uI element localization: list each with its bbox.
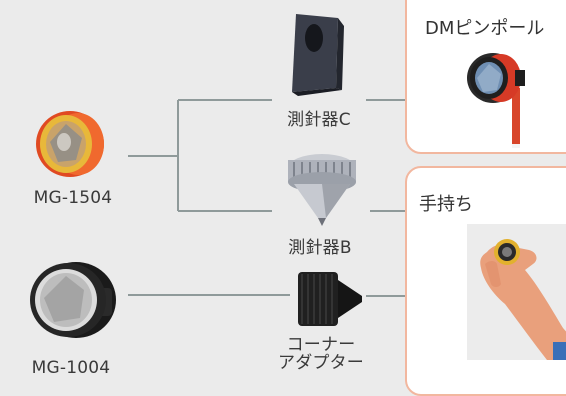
prism-mg-1504-image — [36, 111, 104, 177]
prism-mg-1004[interactable]: MG-1004 — [14, 260, 132, 383]
corner-adapter[interactable]: コーナー アダプター — [272, 262, 372, 383]
corner-adapter-image — [298, 272, 362, 326]
pin-pole-image — [467, 53, 525, 148]
prism-mg-1504[interactable]: MG-1504 — [18, 98, 128, 218]
prism-mg-1504-label: MG-1504 — [33, 188, 113, 208]
panel-handheld[interactable]: 手持ち — [405, 166, 566, 396]
handheld-photo — [467, 224, 566, 360]
adapter-b-image — [288, 154, 356, 226]
panel-dm-pin-pole[interactable]: DMピンポール — [405, 0, 566, 154]
panel-dm-pin-pole-title: DMピンポール — [425, 18, 545, 39]
corner-adapter-label: コーナー アダプター — [278, 335, 364, 373]
adapter-b-label: 測針器B — [288, 238, 352, 258]
prism-mg-1004-image — [30, 262, 116, 338]
adapter-c[interactable]: 測針器C — [272, 8, 366, 148]
connector-lines — [128, 99, 405, 297]
adapter-c-image — [292, 14, 344, 96]
prism-mg-1004-label: MG-1004 — [31, 358, 111, 378]
panel-handheld-title: 手持ち — [419, 194, 473, 215]
adapter-b[interactable]: 測針器B — [272, 150, 372, 290]
adapter-c-label: 測針器C — [287, 110, 351, 130]
hand-image — [480, 239, 566, 360]
